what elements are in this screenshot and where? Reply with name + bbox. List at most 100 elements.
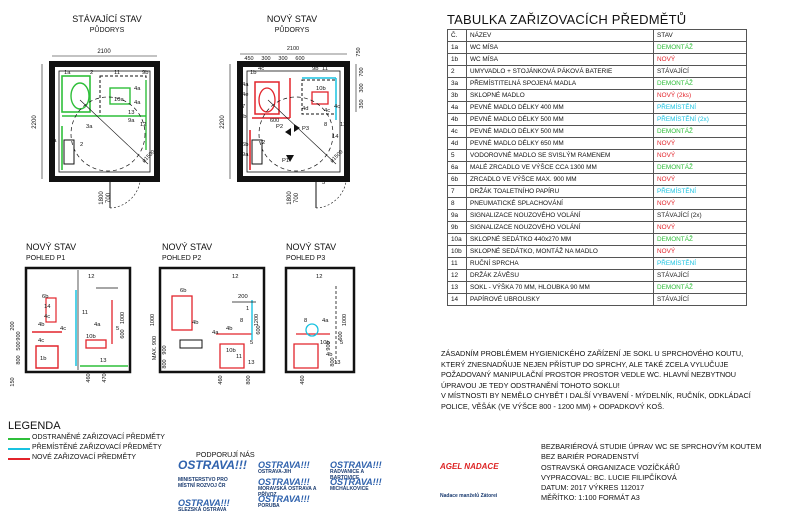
cell-no: 3b bbox=[447, 89, 467, 102]
fixture-table-header: Č. NÁZEV STAV bbox=[447, 29, 747, 42]
header-name: NÁZEV bbox=[466, 29, 654, 42]
legend-swatch bbox=[8, 448, 30, 450]
cell-name: SOKL - VÝŠKA 70 MM, HLOUBKA 90 MM bbox=[466, 281, 654, 294]
table-title: TABULKA ZAŘIZOVACÍCH PŘEDMĚTŮ bbox=[447, 12, 687, 27]
elev-p1-label: 13 bbox=[100, 358, 106, 364]
view-title-p1: NOVÝ STAV POHLED P1 bbox=[26, 242, 96, 264]
plan-existing-door-swing bbox=[109, 181, 141, 209]
elev-p2-dim: 600 bbox=[256, 325, 262, 334]
view-title-p3: NOVÝ STAV POHLED P3 bbox=[286, 242, 356, 264]
elev-p2-washbasin bbox=[179, 339, 203, 349]
plan-existing-diagonal bbox=[79, 99, 149, 165]
view-title-p2: NOVÝ STAV POHLED P2 bbox=[162, 242, 232, 264]
cell-no: 6b bbox=[447, 173, 467, 186]
note-line: KTERÝ ZNESNADŇUJE NEJEN PŘÍSTUP DO SPRCH… bbox=[441, 359, 729, 369]
plan-new-label: 12 bbox=[340, 122, 346, 128]
plan-new-label: 5 bbox=[322, 180, 325, 186]
elev-p3-dim: 600 bbox=[338, 331, 344, 340]
elev-p2-label: 1 bbox=[246, 306, 249, 312]
plan-existing-label: 12 bbox=[140, 122, 146, 128]
cell-name: RUČNÍ SPRCHA bbox=[466, 257, 654, 270]
elev-p2-label: 10b bbox=[226, 348, 236, 354]
cell-name: UMYVADLO + STOJÁNKOVÁ PÁKOVÁ BATERIE bbox=[466, 65, 654, 78]
plan-new-label: 6b bbox=[242, 142, 248, 148]
plan-new-arrow-p3 bbox=[294, 124, 300, 132]
elev-p3-dim: 900 bbox=[326, 341, 332, 350]
supporter-logo-caption: SLEZSKÁ OSTRAVA bbox=[178, 507, 227, 513]
elev-p2-dim: 800 bbox=[162, 359, 168, 368]
cell-status: PŘEMÍSTĚNÍ bbox=[653, 257, 747, 270]
plan-existing-label: 2 bbox=[90, 70, 93, 76]
plan-new-arrow-p1 bbox=[286, 155, 294, 162]
view-title-existing: STÁVAJÍCÍ STAV PŮDORYS bbox=[52, 14, 162, 36]
plan-new-label: 4c bbox=[324, 108, 330, 114]
title-block: BEZBARIÉROVÁ STUDIE ÚPRAV WC SE SPRCHOVÝ… bbox=[541, 442, 761, 504]
plan-new-washbasin bbox=[251, 139, 263, 165]
plan-existing-label: 1a bbox=[64, 70, 71, 76]
cell-status: NOVÝ bbox=[653, 53, 747, 66]
plan-new-dim-side: 300 bbox=[359, 83, 365, 92]
cell-name: PAPÍROVÉ UBROUSKY bbox=[466, 293, 654, 306]
supporter-logo: AGEL NADACE bbox=[440, 462, 499, 471]
elev-p1-label: 4c bbox=[38, 338, 44, 344]
supporter-logo: OSTRAVA!!!SLEZSKÁ OSTRAVA bbox=[178, 498, 230, 514]
view-title-new: NOVÝ STAV PŮDORYS bbox=[237, 14, 347, 36]
view-title-existing-main: STÁVAJÍCÍ STAV bbox=[72, 14, 142, 24]
plan-existing-dim-door-w: 700 bbox=[106, 192, 112, 203]
plan-new-dim-door-h: 1800 bbox=[287, 191, 293, 205]
elev-p1-label: 4c bbox=[60, 326, 66, 332]
legend-title: LEGENDA bbox=[8, 420, 61, 432]
cell-status: DEMONTÁŽ bbox=[653, 41, 747, 54]
title-block-line: BEZBARIÉROVÁ STUDIE ÚPRAV WC SE SPRCHOVÝ… bbox=[541, 442, 762, 451]
elev-p2-dim: MAX. 900 bbox=[152, 336, 158, 360]
legend-label: PŘEMÍSTĚNÉ ZAŘIZOVACÍ PŘEDMĚTY bbox=[32, 444, 162, 451]
cell-no: 7 bbox=[447, 185, 467, 198]
supporter-logo: Nadace manželů Zátorei bbox=[440, 493, 497, 500]
note-line: ZÁSADNÍM PROBLÉMEM HYGIENICKÉHO ZAŘÍZENÍ… bbox=[441, 349, 744, 358]
cell-status: STÁVAJÍCÍ bbox=[653, 269, 747, 282]
plan-existing-inner bbox=[58, 70, 151, 173]
elev-p1-label: 1b bbox=[40, 356, 46, 362]
plan-new-dim-top: 450 bbox=[244, 56, 253, 62]
elev-p3-dim: 1000 bbox=[342, 314, 348, 326]
plan-new-label: 1b bbox=[250, 70, 256, 76]
plan-new-label: 4c bbox=[258, 66, 264, 72]
cell-no: 2 bbox=[447, 65, 467, 78]
cell-status: NOVÝ bbox=[653, 245, 747, 258]
elev-p3-dim: 800 bbox=[330, 357, 336, 366]
elev-p2-label: 12 bbox=[232, 274, 238, 280]
plan-new-diagonal bbox=[267, 99, 337, 165]
header-no: Č. bbox=[447, 29, 467, 42]
plan-existing-wc-bowl bbox=[70, 82, 90, 110]
title-block-line: BEZ BARIÉR PORADENSTVÍ bbox=[541, 452, 639, 462]
supporter-logo-word: OSTRAVA!!! bbox=[258, 460, 310, 470]
elev-p2-dim: 1000 bbox=[150, 314, 156, 326]
elev-p2-dim: 460 bbox=[218, 375, 224, 384]
plan-new-label: 4d bbox=[302, 106, 308, 112]
plan-new-label: 14 bbox=[332, 134, 339, 140]
elev-p1-label: 4c bbox=[44, 314, 50, 320]
legend-item: NOVÉ ZAŘIZOVACÍ PŘEDMĚTY bbox=[8, 454, 136, 464]
elev-p3-label: 4a bbox=[322, 318, 329, 324]
supporter-logo-caption: PORUBA bbox=[258, 503, 280, 509]
plan-new-dim-top: 300 bbox=[261, 56, 270, 62]
elev-p1-dim: 150 bbox=[10, 377, 16, 386]
plan-new-door-swing bbox=[315, 181, 347, 209]
elev-p1 bbox=[24, 266, 132, 374]
elev-p3-frame bbox=[284, 266, 356, 374]
cell-status: NOVÝ (2ks) bbox=[653, 89, 747, 102]
supporter-logo-word: AGEL NADACE bbox=[440, 462, 499, 471]
plan-existing-label: 2 bbox=[80, 142, 83, 148]
elev-p3-label: 8 bbox=[304, 318, 307, 324]
cell-no: 6a bbox=[447, 161, 467, 174]
